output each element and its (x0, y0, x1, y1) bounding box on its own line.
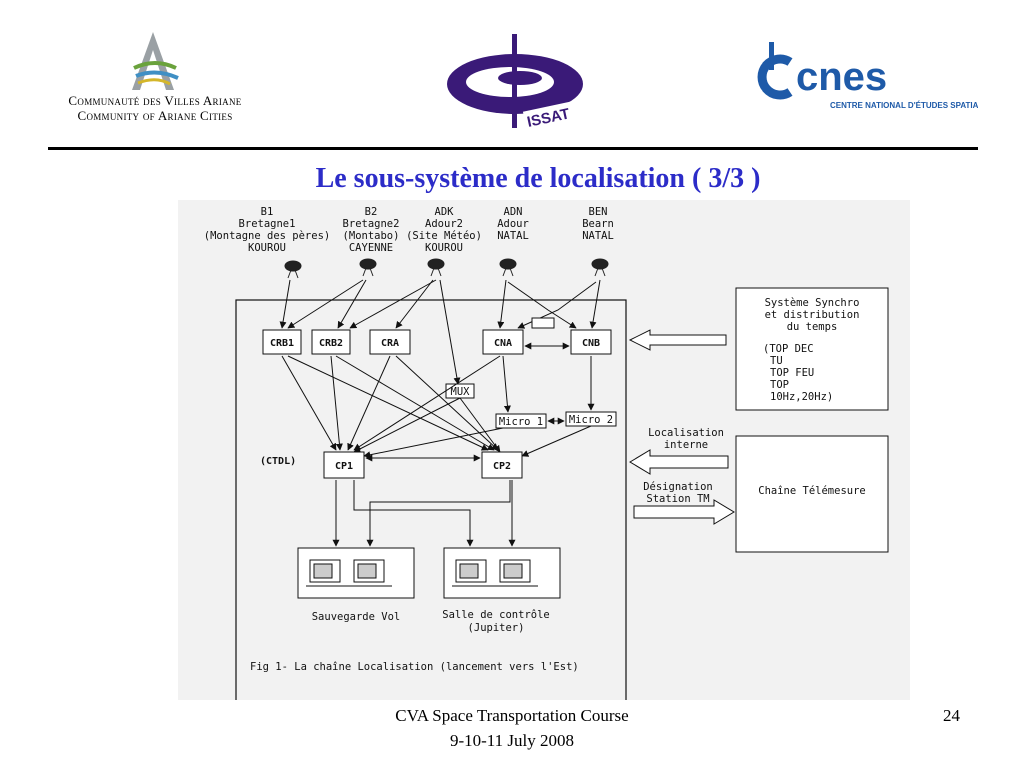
slide-title: Le sous-système de localisation ( 3/3 ) (315, 163, 761, 194)
svg-text:(TOP DEC: (TOP DEC (763, 343, 814, 355)
svg-text:TU: TU (770, 355, 783, 367)
cnes-wordmark: cnes (796, 55, 887, 99)
svg-text:CRB1: CRB1 (270, 338, 294, 349)
cva-logo (132, 32, 179, 90)
svg-text:Micro 1: Micro 1 (499, 416, 543, 428)
svg-text:TOP: TOP (770, 379, 789, 391)
svg-text:NATAL: NATAL (497, 230, 529, 242)
cva-name-en: Community of Ariane Cities (77, 108, 233, 123)
svg-text:CAYENNE: CAYENNE (349, 242, 393, 254)
svg-text:NATAL: NATAL (582, 230, 614, 242)
footer-course: CVA Space Transportation Course (395, 706, 629, 725)
sauvegarde-vol-label: Sauvegarde Vol (312, 611, 401, 623)
svg-text:Bretagne1: Bretagne1 (239, 218, 296, 230)
svg-text:CP1: CP1 (335, 461, 353, 472)
svg-text:TOP FEU: TOP FEU (770, 367, 814, 379)
svg-text:MUX: MUX (451, 386, 471, 398)
svg-text:KOUROU: KOUROU (425, 242, 463, 254)
header-divider (48, 147, 978, 150)
footer-dates: 9-10-11 July 2008 (449, 731, 575, 750)
cnes-subtitle: CENTRE NATIONAL D'ÉTUDES SPATIALES (830, 101, 978, 110)
svg-text:KOUROU: KOUROU (248, 242, 286, 254)
svg-text:du temps: du temps (787, 321, 838, 333)
svg-text:CRB2: CRB2 (319, 338, 343, 349)
svg-text:Adour2: Adour2 (425, 218, 463, 230)
antenna-adk-icon (427, 258, 445, 277)
station-ben-label: BEN Bearn NATAL (582, 206, 614, 242)
cp1-box: CP1 (323, 451, 365, 479)
svg-text:Bretagne2: Bretagne2 (343, 218, 400, 230)
page-number: 24 (943, 706, 960, 725)
antenna-b1-icon (284, 260, 302, 279)
station-b2-label: B2 Bretagne2 (Montabo) CAYENNE (343, 206, 400, 254)
salle-controle-label: Salle de contrôle (442, 609, 549, 621)
svg-text:Micro 2: Micro 2 (569, 414, 613, 426)
designation-label: Désignation (643, 481, 713, 493)
crb1-box: CRB1 (262, 329, 302, 355)
ctdl-frame (235, 299, 627, 700)
antenna-adn-icon (499, 258, 517, 277)
svg-text:et distribution: et distribution (765, 309, 860, 321)
localisation-interne-label: Localisation (648, 427, 724, 439)
station-adk-label: ADK Adour2 (Site Météo) KOUROU (406, 206, 482, 254)
salle-controle-consoles (443, 547, 561, 599)
svg-text:BEN: BEN (589, 206, 608, 218)
synchro-box: Système Synchro et distribution du temps… (735, 287, 889, 411)
localisation-interne-sublabel: interne (664, 439, 708, 451)
svg-text:CNA: CNA (494, 338, 512, 349)
telemesure-label: Chaîne Télémesure (758, 485, 865, 497)
svg-text:ADN: ADN (504, 206, 523, 218)
svg-text:CP2: CP2 (493, 461, 511, 472)
salle-controle-sublabel: (Jupiter) (468, 622, 525, 634)
localisation-diagram: B1 Bretagne1 (Montagne des pères) KOUROU… (204, 206, 889, 700)
micro1-box: Micro 1 (495, 413, 547, 429)
issat-logo: ISSAT (447, 34, 583, 130)
cnes-c-icon (757, 42, 793, 100)
antenna-ben-icon (591, 258, 609, 277)
cp2-box: CP2 (481, 451, 523, 479)
svg-text:10Hz,20Hz): 10Hz,20Hz) (770, 391, 833, 403)
ctdl-label: (CTDL) (260, 456, 296, 467)
svg-text:CRA: CRA (381, 338, 399, 349)
svg-text:CNB: CNB (582, 338, 600, 349)
designation-arrow-icon (633, 499, 735, 525)
svg-text:Système Synchro: Système Synchro (765, 297, 860, 309)
figure-caption: Fig 1- La chaîne Localisation (lancement… (250, 661, 579, 673)
mux-box: MUX (445, 383, 475, 399)
cnes-logo: cnes CENTRE NATIONAL D'ÉTUDES SPATIALES (757, 42, 978, 110)
micro2-box: Micro 2 (565, 411, 617, 427)
sauvegarde-vol-consoles (297, 547, 415, 599)
station-adn-label: ADN Adour NATAL (497, 206, 529, 242)
synchro-arrow-icon (628, 329, 727, 351)
svg-text:Adour: Adour (497, 218, 529, 230)
cva-name-fr: Communauté des Villes Ariane (68, 93, 242, 108)
svg-text:ADK: ADK (435, 206, 455, 218)
station-b1-label: B1 Bretagne1 (Montagne des pères) KOUROU (204, 206, 330, 254)
cna-cnb-link-box (531, 317, 555, 329)
svg-text:(Montagne des pères): (Montagne des pères) (204, 230, 330, 242)
svg-text:(Site Météo): (Site Météo) (406, 230, 482, 242)
cnb-box: CNB (570, 329, 612, 355)
antenna-b2-icon (359, 258, 377, 277)
cra-box: CRA (369, 329, 411, 355)
crb2-box: CRB2 (311, 329, 351, 355)
svg-text:B2: B2 (365, 206, 378, 218)
cna-box: CNA (482, 329, 524, 355)
designation-sublabel: Station TM (646, 493, 709, 505)
svg-text:Bearn: Bearn (582, 218, 614, 230)
svg-text:B1: B1 (261, 206, 274, 218)
telemesure-box (735, 435, 889, 553)
ariane-a-icon (132, 32, 179, 90)
localisation-interne-arrow-icon (629, 449, 729, 475)
svg-text:(Montabo): (Montabo) (343, 230, 400, 242)
